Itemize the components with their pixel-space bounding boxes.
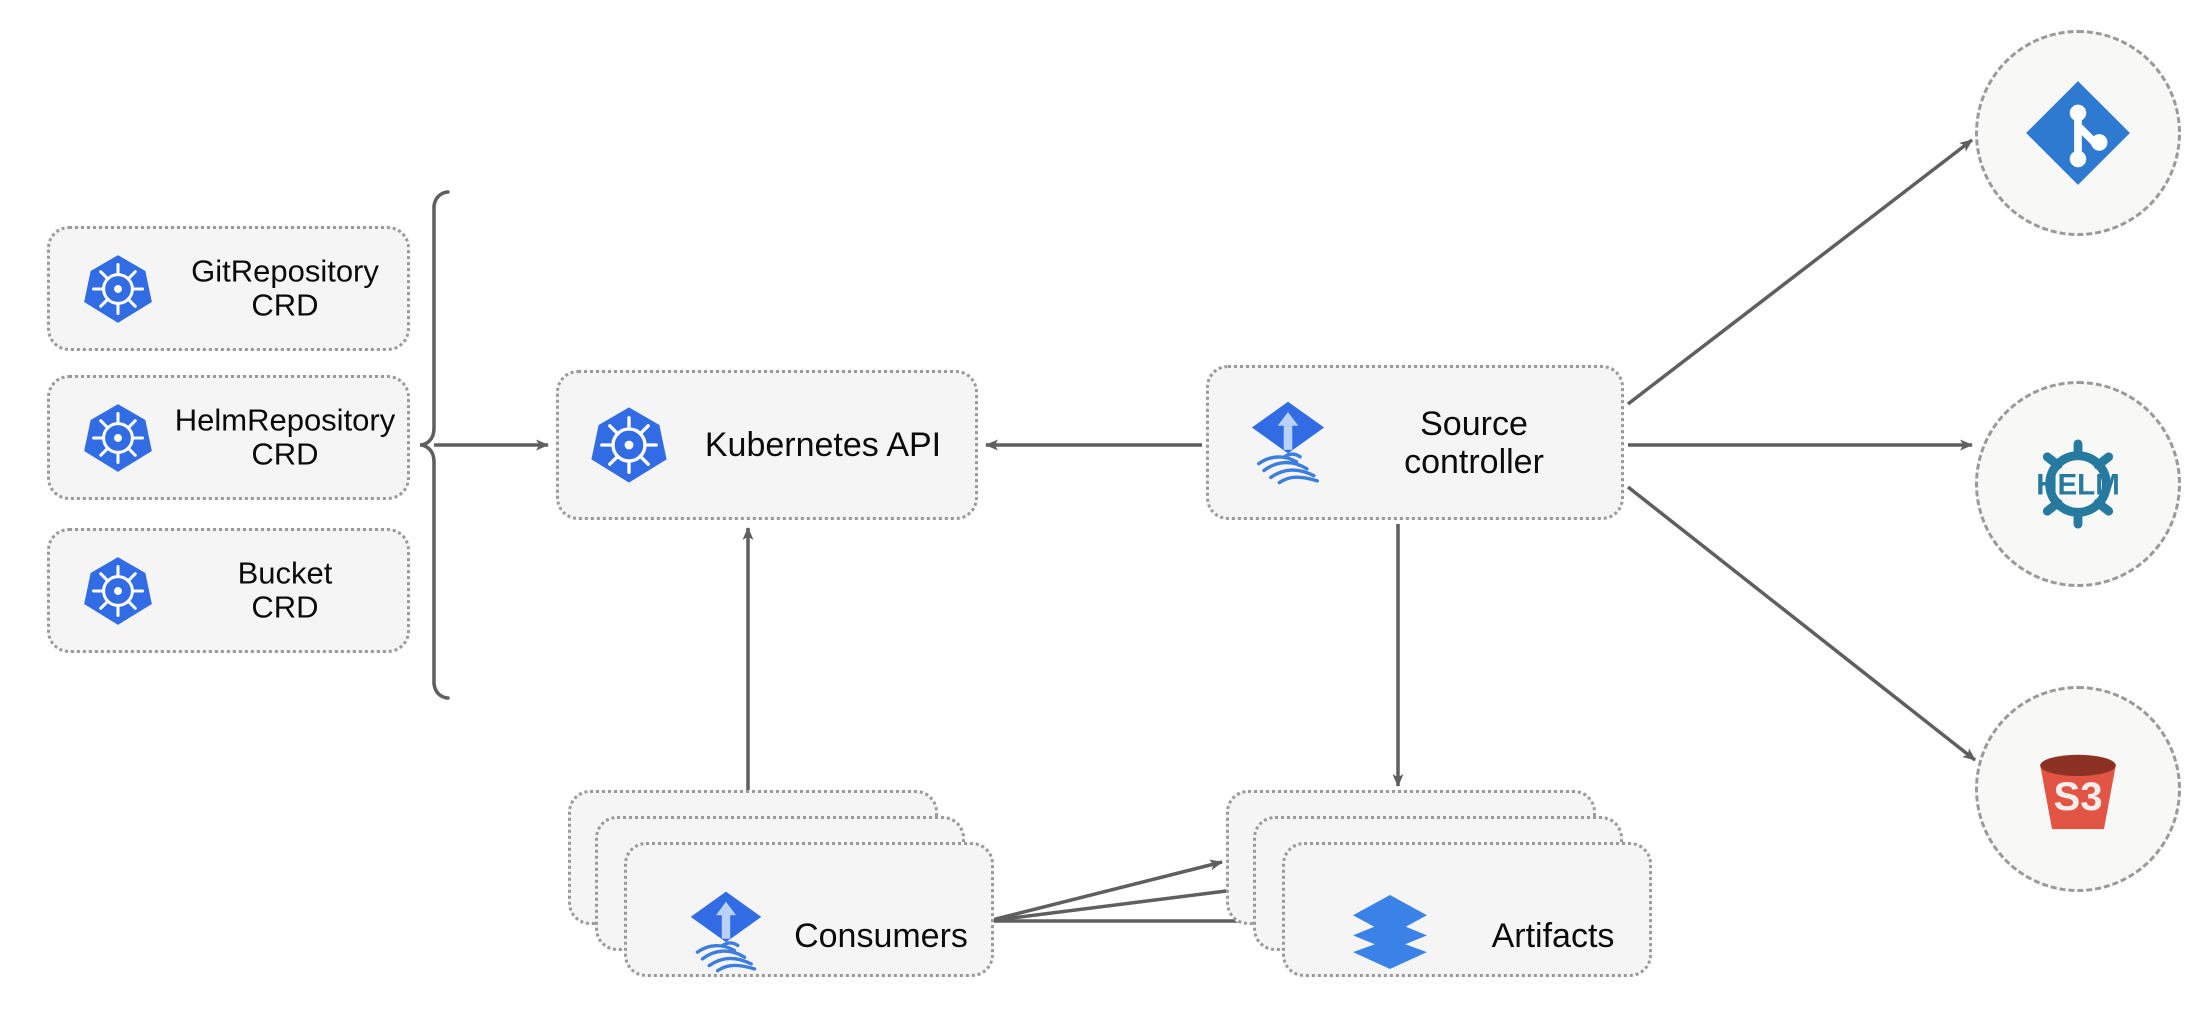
flux-icon [684, 890, 768, 974]
crd-group-brace [419, 190, 450, 700]
helm-icon: HELM [2019, 425, 2137, 543]
node-label: Kubernetes API [704, 425, 942, 464]
stack-sheet-front [1282, 842, 1652, 977]
kubernetes-icon [589, 405, 669, 485]
edge-source-to-git [1626, 138, 1974, 406]
svg-text:HELM: HELM [2036, 469, 2120, 502]
endpoint-git[interactable] [1975, 30, 2181, 236]
svg-text:S3: S3 [2053, 774, 2102, 819]
node-label: Consumers [794, 917, 968, 955]
git-icon [2019, 74, 2137, 192]
node-kubernetes-api[interactable]: Kubernetes API [556, 370, 978, 520]
edge-source-to-s3 [1626, 485, 1977, 762]
node-label: Artifacts [1491, 917, 1615, 955]
kubernetes-icon [82, 402, 154, 474]
endpoint-s3[interactable]: S3 [1975, 686, 2181, 892]
s3-bucket-icon: S3 [2019, 730, 2137, 848]
kubernetes-icon [82, 253, 154, 325]
edge-consumers-to-artifacts-1 [987, 859, 1223, 923]
kubernetes-icon [82, 555, 154, 627]
endpoint-helm[interactable]: HELM [1975, 381, 2181, 587]
flux-icon [1245, 400, 1331, 486]
layers-icon [1348, 890, 1432, 974]
edge-consumers-to-artifacts-2 [987, 884, 1251, 923]
stack-sheet-front [624, 842, 994, 977]
